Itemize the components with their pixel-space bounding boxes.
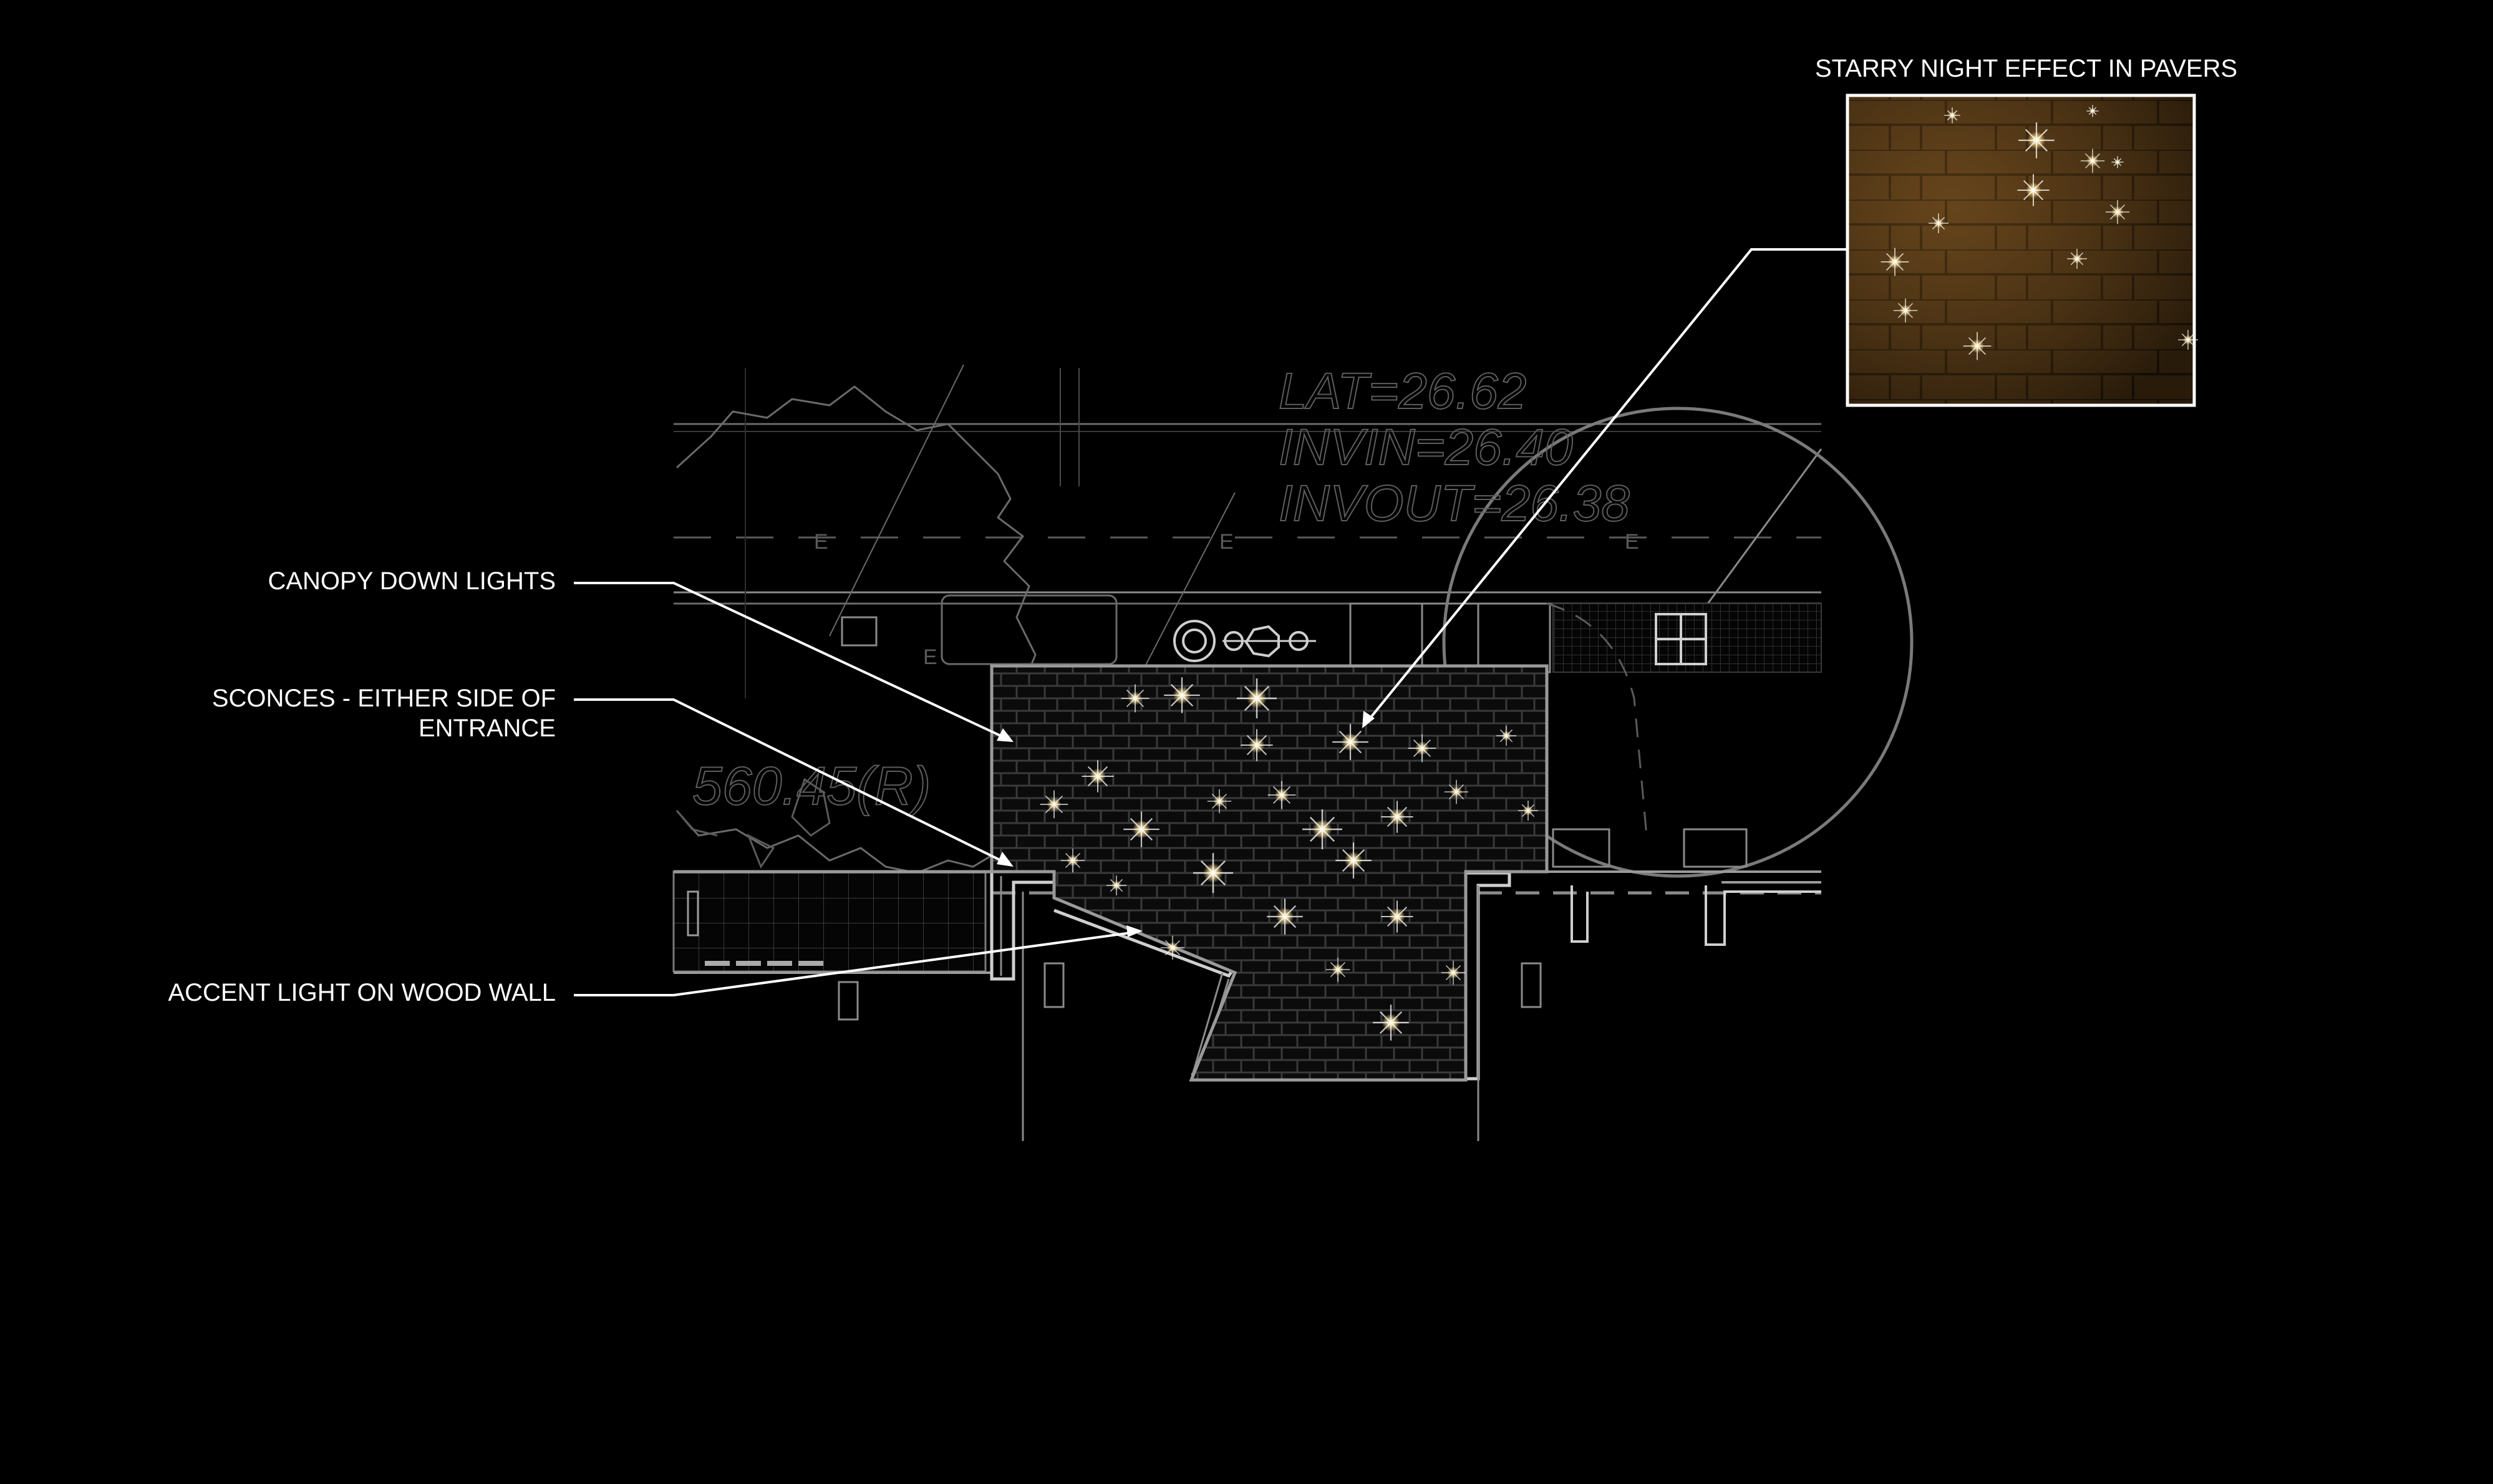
light-point: [1302, 809, 1342, 849]
plan-linework: [672, 364, 1914, 1141]
canopy-leader: [574, 582, 1008, 740]
light-point: [1267, 781, 1296, 809]
light-point: [1193, 853, 1233, 893]
inset-light-point: [2080, 148, 2105, 173]
inset-light-point: [1893, 298, 1918, 323]
light-point: [1237, 678, 1277, 718]
starry-light-points: [1040, 677, 1538, 1041]
accent-arrowhead: [1126, 925, 1143, 937]
light-point: [1408, 734, 1436, 763]
inset-light-point: [1944, 107, 1960, 123]
inset-light-point: [2178, 330, 2198, 350]
canopy-fixtures: [1173, 620, 1316, 662]
light-point: [1267, 899, 1303, 935]
light-point: [1441, 960, 1466, 985]
accent-leader: [574, 931, 1136, 996]
utility-mark: E: [1625, 530, 1639, 554]
light-point: [1496, 726, 1516, 746]
light-point: [1123, 811, 1159, 847]
light-point: [1335, 842, 1372, 879]
light-point: [1332, 724, 1368, 760]
callout-sconces: SCONCES - EITHER SIDE OF ENTRANCE: [212, 683, 556, 743]
sconce-leader: [574, 698, 1008, 865]
callout-starry-night: STARRY NIGHT EFFECT IN PAVERS: [1815, 55, 2238, 82]
starry-arrowhead: [1362, 711, 1375, 728]
callout-canopy-down-lights: CANOPY DOWN LIGHTS: [268, 567, 556, 595]
light-point: [1518, 801, 1538, 821]
invout-annotation: INVOUT=26.38: [1279, 475, 1630, 532]
light-point: [1381, 801, 1413, 833]
light-point: [1325, 957, 1350, 982]
light-point: [1040, 790, 1068, 819]
callout-sconces-line1: SCONCES - EITHER SIDE OF: [211, 685, 556, 712]
inset-light-point: [1963, 332, 1992, 360]
light-point: [1241, 729, 1273, 761]
light-point: [1444, 779, 1469, 804]
sconce-arrowhead: [997, 852, 1014, 867]
light-point: [1164, 677, 1200, 713]
plan-annotations: LAT=26.62 INVIN=26.40 INVOUT=26.38 560.4…: [692, 362, 1639, 817]
inset-light-point: [1881, 248, 1909, 276]
light-point: [1207, 789, 1232, 814]
callout-arrowheads: [997, 711, 1375, 937]
utility-mark: E: [923, 645, 937, 669]
light-point: [1082, 760, 1114, 793]
inset-light-point: [2018, 122, 2055, 158]
light-point: [1106, 875, 1126, 895]
inset-light-point: [2111, 156, 2124, 168]
starry-pavers-inset: [1846, 94, 2198, 407]
utility-mark: E: [814, 530, 828, 554]
starry-leader: [1365, 248, 1847, 725]
light-point: [1373, 1005, 1409, 1041]
inset-light-point: [2086, 105, 2099, 117]
light-point: [1121, 684, 1150, 713]
light-point: [1160, 935, 1185, 960]
inset-light-point: [2017, 174, 2050, 206]
inset-light-point: [1929, 213, 1948, 233]
inset-star-points: [1881, 105, 2198, 360]
invin-annotation: INVIN=26.40: [1279, 419, 1573, 476]
inset-light-point: [2067, 249, 2087, 269]
callout-sconces-line2: ENTRANCE: [418, 715, 556, 742]
light-point: [1060, 848, 1085, 873]
lat-annotation: LAT=26.62: [1279, 363, 1526, 420]
callout-accent-light: ACCENT LIGHT ON WOOD WALL: [168, 979, 556, 1006]
utility-mark: E: [1219, 530, 1234, 554]
light-point: [1381, 900, 1413, 933]
inset-light-point: [2105, 200, 2130, 224]
paved-courtyard: [990, 664, 1549, 1082]
canopy-arrowhead: [997, 728, 1014, 742]
callout-leaders: [574, 248, 1847, 996]
